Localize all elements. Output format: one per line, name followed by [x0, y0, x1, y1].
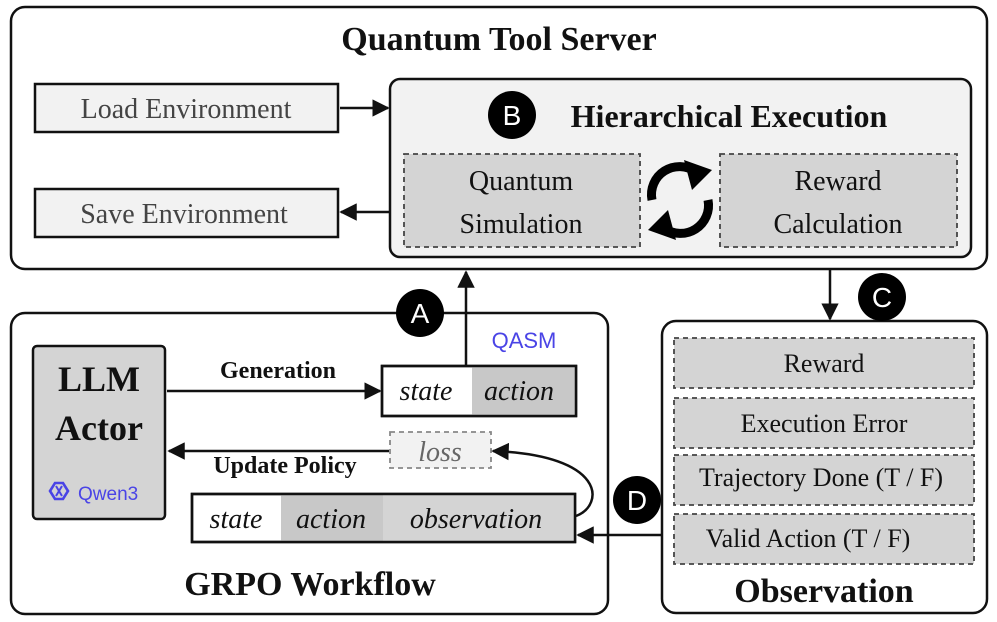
load-environment-box: [33, 82, 340, 134]
save-environment-label: Save Environment: [80, 199, 288, 230]
hierarchical-execution-title: Hierarchical Execution: [571, 98, 888, 134]
quantum-simulation-line2: Simulation: [460, 209, 583, 240]
qasm-label: QASM: [492, 328, 557, 353]
badge-c-label: C: [872, 282, 892, 313]
quantum-simulation-box: [403, 153, 641, 248]
update-policy-label: Update Policy: [213, 453, 356, 479]
obs-item-reward: Reward: [784, 349, 865, 378]
obs-item-valid-action-box: [673, 513, 975, 565]
cycle-arrows-icon: [647, 160, 713, 240]
badge-c: [858, 273, 906, 321]
observation-title: Observation: [734, 573, 914, 610]
qwen-logo-icon: [48, 481, 70, 501]
observation-label-2: observation: [410, 504, 542, 535]
observation-cell: [383, 495, 574, 541]
load-environment-label: Load Environment: [81, 94, 292, 125]
state-label-1: state: [400, 376, 453, 407]
state-label-2: state: [210, 504, 263, 535]
obs-item-trajectory-done-box: [673, 454, 975, 506]
llm-actor-line2: Actor: [55, 408, 143, 448]
badge-d: [613, 476, 661, 524]
badge-b: [488, 91, 536, 139]
action-label-1: action: [484, 376, 554, 407]
badge-a-label: A: [411, 298, 430, 329]
quantum-simulation-line1: Quantum: [469, 166, 573, 197]
obs-item-trajectory-done: Trajectory Done (T / F): [699, 463, 943, 492]
obs-item-execution-error: Execution Error: [741, 409, 908, 438]
qwen-label: Qwen3: [78, 484, 138, 505]
reward-calculation-line1: Reward: [794, 166, 881, 197]
save-environment-box: [33, 187, 340, 239]
action-label-2: action: [296, 504, 366, 535]
badge-b-label: B: [503, 100, 522, 131]
grpo-workflow-title: GRPO Workflow: [184, 566, 436, 603]
server-title: Quantum Tool Server: [341, 21, 656, 58]
llm-actor-line1: LLM: [58, 359, 140, 399]
loss-feedback-arrow: [491, 442, 594, 518]
reward-calculation-line2: Calculation: [773, 209, 902, 240]
reward-calculation-box: [719, 153, 958, 248]
badge-a: [396, 289, 444, 337]
action-cell-2: [281, 495, 383, 541]
loss-label: loss: [418, 437, 462, 468]
loss-box: [389, 431, 492, 469]
obs-item-execution-error-box: [673, 397, 975, 449]
obs-item-valid-action: Valid Action (T / F): [706, 524, 911, 553]
obs-item-reward-box: [673, 337, 975, 389]
badge-d-label: D: [627, 485, 647, 516]
action-cell: [472, 367, 575, 415]
generation-label: Generation: [220, 358, 336, 384]
llm-actor-box: [31, 344, 167, 521]
